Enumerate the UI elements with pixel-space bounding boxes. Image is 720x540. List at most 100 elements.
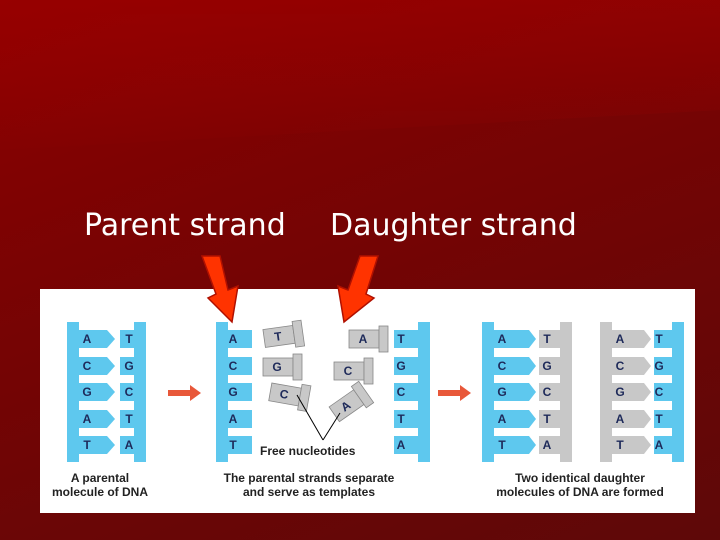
molecule2-left-base-tip (644, 357, 651, 375)
parental-right-base (120, 436, 134, 454)
parental-right-base (120, 330, 134, 348)
parental-right-base (120, 357, 134, 375)
molecule1-left-base-tip (529, 330, 536, 348)
molecule2-right-base (654, 410, 672, 428)
molecule1-left-base (494, 357, 529, 375)
template-left-base (228, 436, 252, 454)
parental-left-base (79, 383, 107, 401)
process-arrow-1 (168, 385, 201, 401)
molecule2-right-letter: T (655, 412, 663, 426)
template-right-letter: G (396, 359, 405, 373)
parental-left-letter: C (83, 359, 92, 373)
molecule1-right-base (539, 410, 560, 428)
free-label-leader-2 (322, 412, 341, 441)
molecule1-left-base (494, 436, 529, 454)
molecule2-right-letter: A (655, 438, 664, 452)
molecule2-left-base (612, 383, 644, 401)
molecule2-right-letter: G (654, 359, 663, 373)
template-left-letter: C (229, 359, 238, 373)
molecule2-left-letter: G (615, 385, 624, 399)
molecule1-left-base-tip (529, 357, 536, 375)
molecule1-right-letter: C (543, 385, 552, 399)
molecule1-right-base (539, 330, 560, 348)
molecule1-left-base (494, 383, 529, 401)
template-left-letter: A (229, 332, 238, 346)
free-nucleotide: A (328, 380, 375, 423)
free-nucleotide-stem (292, 353, 303, 381)
molecule1-left-base-tip (529, 383, 536, 401)
template-left-base (228, 410, 252, 428)
parental-left-letter: T (83, 438, 91, 452)
molecule2-left-base-tip (644, 410, 651, 428)
template-left-base (228, 330, 252, 348)
molecule2-left-letter: C (616, 359, 625, 373)
parental-left-letter: G (82, 385, 91, 399)
daughter1-left-backbone (482, 322, 494, 462)
parental-left-base-tip (107, 330, 115, 348)
background-sheen (0, 0, 720, 150)
molecule1-right-base (539, 436, 560, 454)
parental-right-letter: A (125, 438, 134, 452)
parental-left-backbone (67, 322, 79, 462)
parental-left-base-tip (107, 383, 115, 401)
parental-right-letter: T (125, 332, 133, 346)
stage1-label-line1: A parental (71, 471, 129, 485)
free-nucleotide-letter: C (344, 364, 353, 378)
free-nucleotide-stem (363, 357, 374, 385)
template-right-base (394, 357, 418, 375)
molecule1-left-base-tip (529, 410, 536, 428)
molecule2-left-base-tip (644, 383, 651, 401)
molecule1-right-base (539, 383, 560, 401)
parental-left-base (79, 357, 107, 375)
parental-left-base-tip (107, 357, 115, 375)
free-nucleotide-stem (350, 380, 375, 409)
template-right-letter: C (397, 385, 406, 399)
molecule2-left-base (612, 436, 644, 454)
free-nucleotide: A (348, 325, 389, 353)
free-nucleotide-letter: C (279, 387, 290, 402)
molecule2-right-letter: T (655, 332, 663, 346)
parental-right-letter: G (124, 359, 133, 373)
molecule2-right-base (654, 330, 672, 348)
daughter2-right-backbone (672, 322, 684, 462)
molecule2-right-base (654, 383, 672, 401)
parental-left-base (79, 330, 107, 348)
parental-left-base (79, 410, 107, 428)
template-right-base (394, 436, 418, 454)
free-nucleotide: C (333, 357, 374, 385)
free-nucleotide-letter: T (273, 329, 283, 344)
molecule2-left-base (612, 410, 644, 428)
template-right-letter: T (397, 332, 405, 346)
template-left-base (228, 383, 252, 401)
molecule1-left-letter: G (497, 385, 506, 399)
template-left-letter: A (229, 412, 238, 426)
stage3-label-line2: molecules of DNA are formed (496, 485, 664, 499)
parental-right-backbone (134, 322, 146, 462)
free-nucleotide-letter: G (272, 360, 281, 374)
free-nucleotide: T (262, 319, 306, 348)
daughter1-right-backbone (560, 322, 572, 462)
free-nucleotide: C (268, 382, 312, 412)
molecule1-right-letter: G (542, 359, 551, 373)
parental-left-letter: A (83, 412, 92, 426)
template-right-letter: A (397, 438, 406, 452)
template-left-base (228, 357, 252, 375)
template-left-letter: T (229, 438, 237, 452)
template-right-base (394, 383, 418, 401)
parental-left-letter: A (83, 332, 92, 346)
molecule1-left-base (494, 410, 529, 428)
parental-left-base-tip (107, 410, 115, 428)
molecule2-left-base (612, 330, 644, 348)
molecule1-left-base-tip (529, 436, 536, 454)
parental-right-letter: T (125, 412, 133, 426)
free-nucleotide-stem (297, 383, 312, 412)
template-right-backbone (418, 322, 430, 462)
molecule2-left-letter: T (616, 438, 624, 452)
parental-left-base-tip (107, 436, 115, 454)
parental-right-base (120, 383, 134, 401)
parental-right-base (120, 410, 134, 428)
template-right-base (394, 330, 418, 348)
